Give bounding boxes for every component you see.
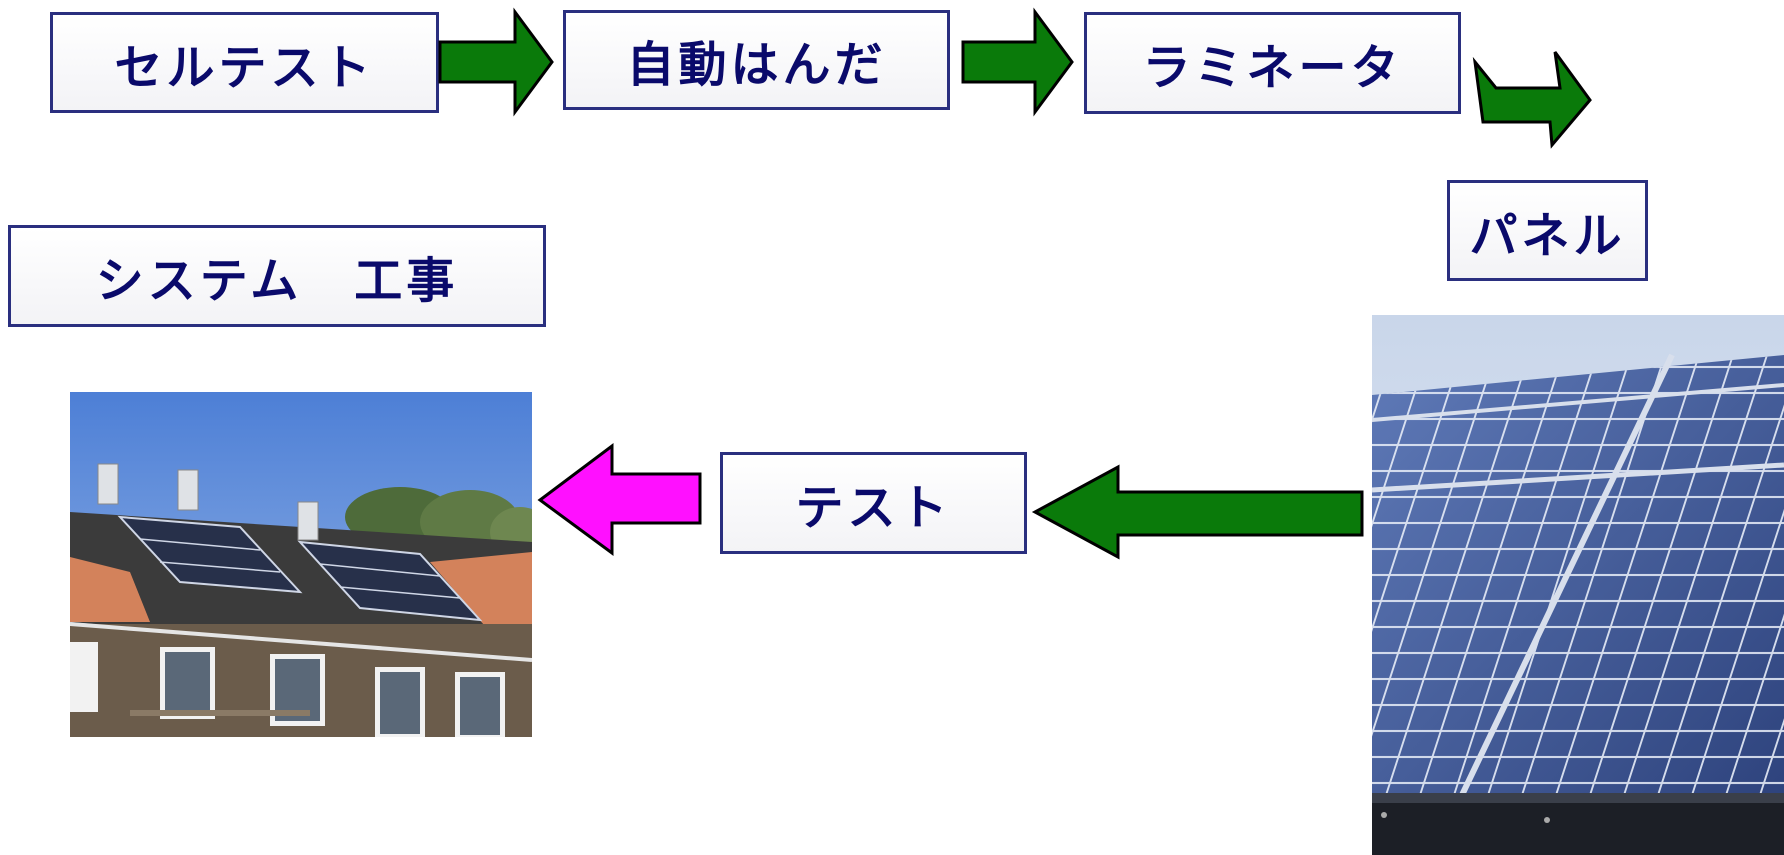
step-cell-test: セルテスト: [50, 12, 439, 113]
arrow-left-icon: [537, 443, 702, 556]
solar-panel-closeup-photo: [1372, 315, 1784, 855]
arrow-right-icon: [961, 7, 1074, 117]
arrow-down-right-icon: [1472, 51, 1592, 149]
step-system-install: システム 工事: [8, 225, 546, 327]
step-test: テスト: [720, 452, 1027, 554]
step-panel: パネル: [1447, 180, 1648, 281]
house-solar-roof-photo: [70, 392, 532, 737]
step-auto-solder: 自動はんだ: [563, 10, 950, 110]
step-laminator: ラミネータ: [1084, 12, 1461, 114]
arrow-left-icon: [1031, 464, 1364, 560]
arrow-right-icon: [438, 7, 554, 117]
